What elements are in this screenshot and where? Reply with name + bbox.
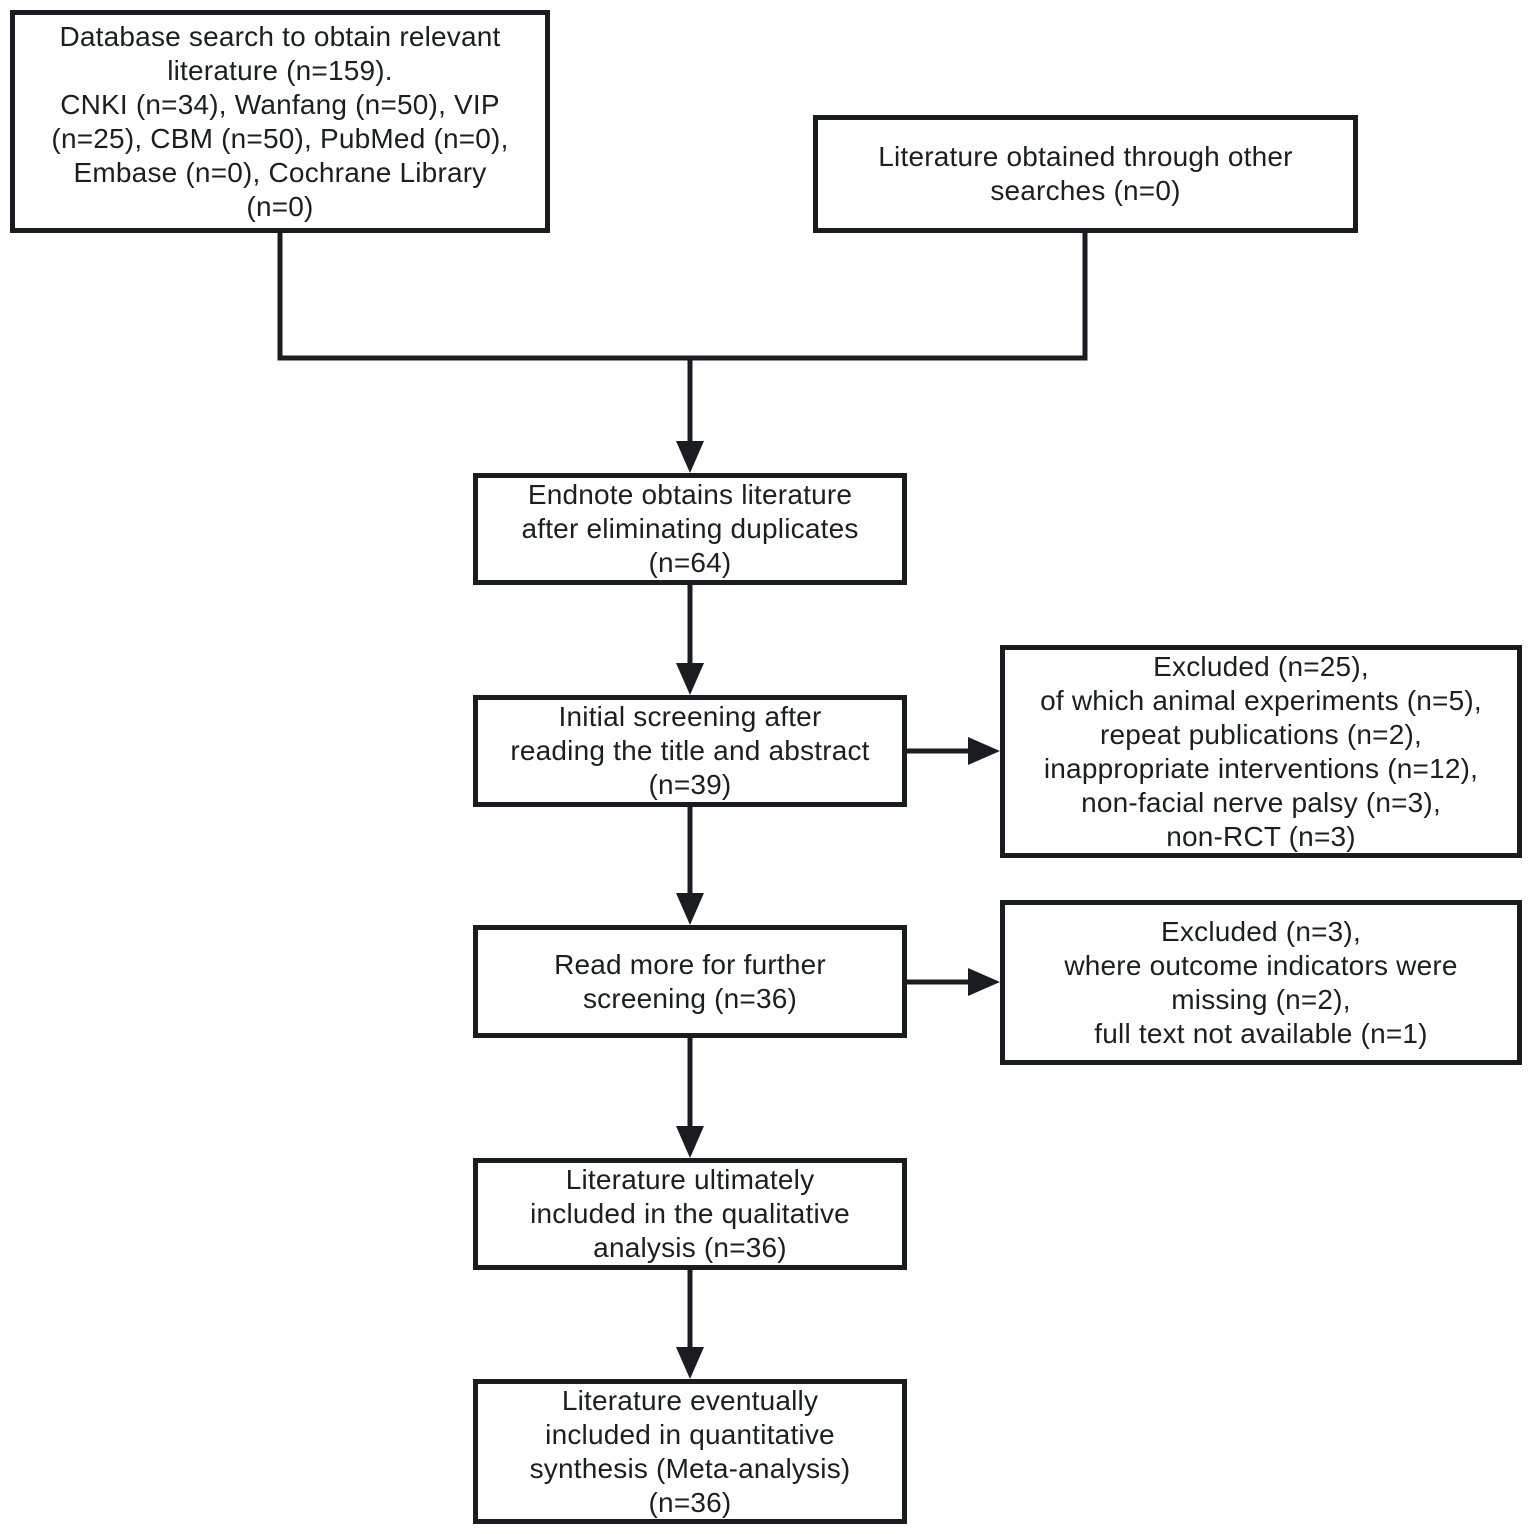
connector-merge-top (277, 233, 1088, 361)
box-excluded-further: Excluded (n=3), where outcome indicators… (1000, 900, 1522, 1065)
box-qualitative-analysis-text: Literature ultimately included in the qu… (530, 1164, 850, 1263)
arrow-qualitative-to-quantitative (676, 1270, 704, 1379)
arrow-initial-to-excluded1 (907, 737, 1000, 765)
box-further-screening-text: Read more for further screening (n=36) (554, 948, 826, 1014)
box-other-searches-text: Literature obtained through other search… (878, 141, 1293, 206)
box-deduplicated-text: Endnote obtains literature after elimina… (521, 479, 859, 578)
box-excluded-further-text: Excluded (n=3), where outcome indicators… (1064, 915, 1458, 1049)
box-initial-screening-text: Initial screening after reading the titl… (510, 701, 870, 800)
box-initial-screening: Initial screening after reading the titl… (473, 695, 907, 807)
box-database-search-text: Database search to obtain relevant liter… (51, 20, 509, 222)
box-excluded-initial: Excluded (n=25), of which animal experim… (1000, 645, 1522, 858)
arrow-further-to-qualitative (676, 1038, 704, 1158)
box-quantitative-synthesis-text: Literature eventually included in quanti… (529, 1384, 851, 1518)
box-database-search: Database search to obtain relevant liter… (10, 10, 550, 233)
box-deduplicated: Endnote obtains literature after elimina… (473, 473, 907, 585)
box-qualitative-analysis: Literature ultimately included in the qu… (473, 1158, 907, 1270)
arrow-dedup-to-initial (676, 585, 704, 695)
box-further-screening: Read more for further screening (n=36) (473, 925, 907, 1038)
arrow-further-to-excluded2 (907, 968, 1000, 996)
box-other-searches: Literature obtained through other search… (813, 115, 1358, 233)
box-excluded-initial-text: Excluded (n=25), of which animal experim… (1040, 650, 1482, 852)
arrow-merge-to-dedup (676, 358, 704, 473)
box-quantitative-synthesis: Literature eventually included in quanti… (473, 1379, 907, 1524)
arrow-initial-to-further (676, 807, 704, 925)
